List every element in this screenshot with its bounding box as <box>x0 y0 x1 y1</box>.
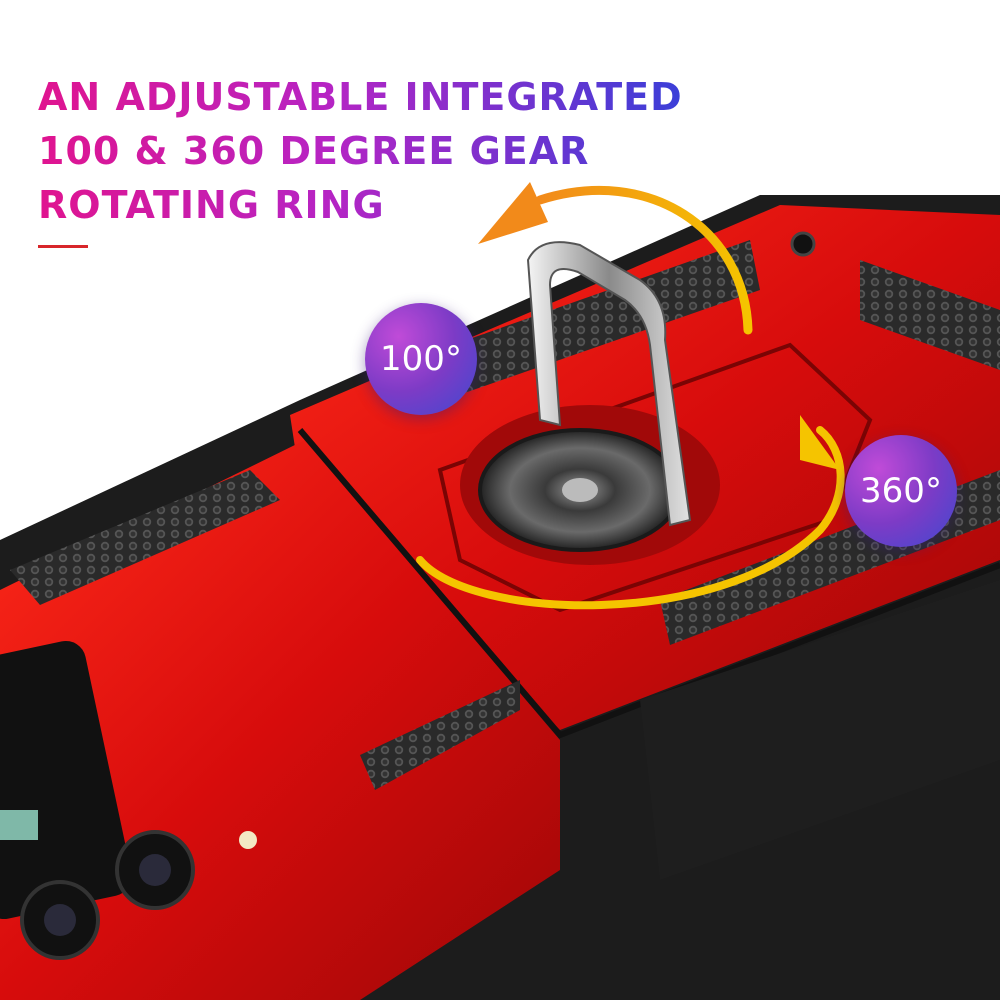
rotate-arrow-head <box>800 415 840 470</box>
grip-panel <box>410 240 760 405</box>
headline-line-2: 100 & 360 DEGREE GEAR <box>38 124 683 178</box>
camera-lens-glass <box>139 854 171 886</box>
rotate-angle-badge: 360° <box>845 435 957 547</box>
kickstand-ring <box>526 241 692 527</box>
ring-holder-center <box>562 478 598 502</box>
tilt-arrow <box>535 186 753 335</box>
grip-panel <box>860 260 1000 370</box>
tilt-angle-badge: 100° <box>365 303 477 415</box>
cover-screen-widget <box>0 810 38 840</box>
grip-panel <box>10 470 280 605</box>
grip-panel <box>360 680 520 790</box>
hinge-block <box>640 580 1000 880</box>
hinge-seam <box>297 428 1000 739</box>
cover-screen <box>0 640 132 920</box>
accent-rule <box>38 245 88 248</box>
headline: AN ADJUSTABLE INTEGRATED 100 & 360 DEGRE… <box>38 70 683 232</box>
screw-hole <box>790 231 816 257</box>
headline-line-1: AN ADJUSTABLE INTEGRATED <box>38 70 683 124</box>
headline-line-3: ROTATING RING <box>38 178 683 232</box>
flash <box>239 831 257 849</box>
rotate-arrow <box>416 426 845 610</box>
tilt-arrow-head <box>478 182 548 244</box>
camera-lens-glass <box>44 904 76 936</box>
